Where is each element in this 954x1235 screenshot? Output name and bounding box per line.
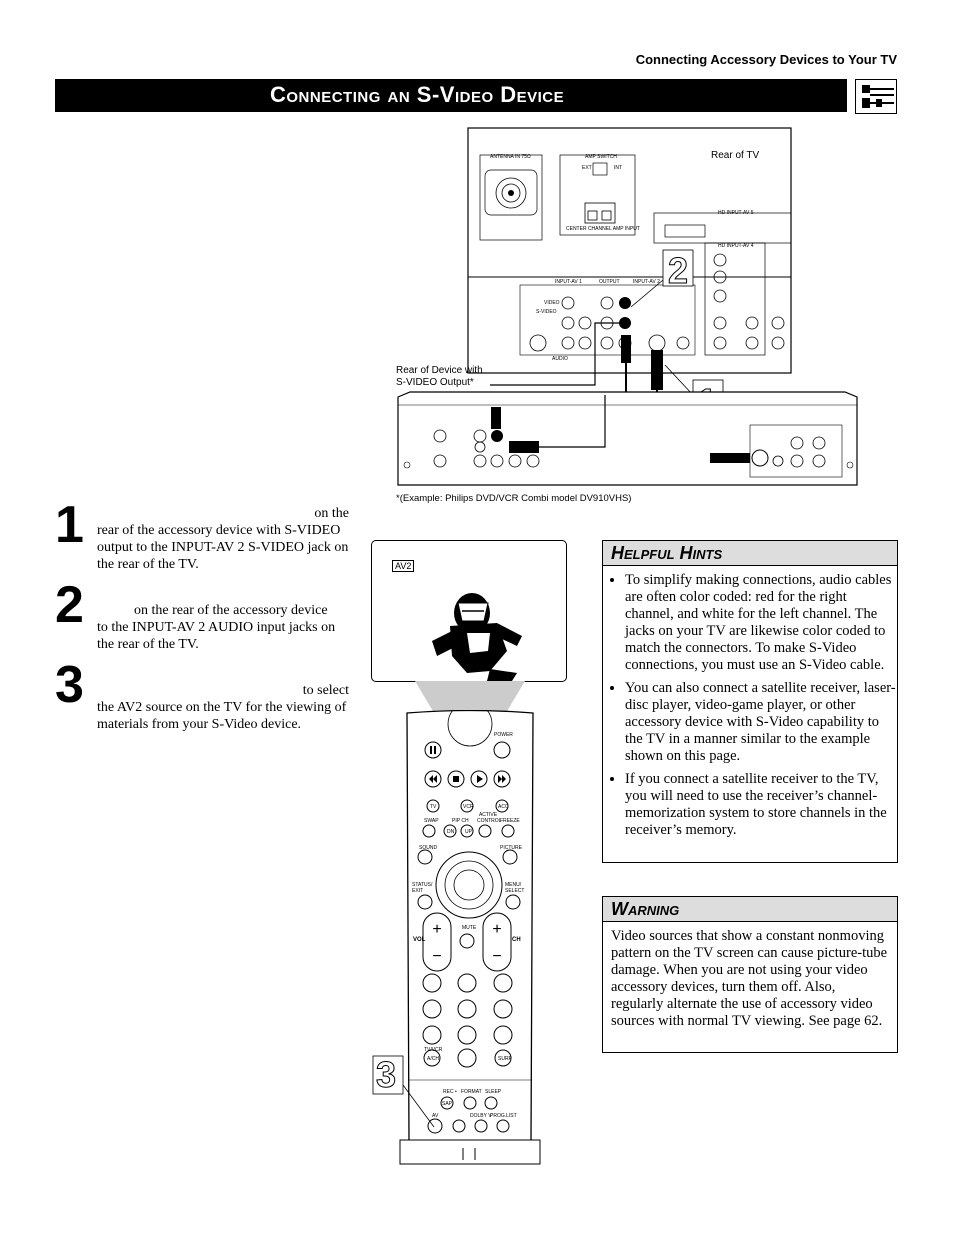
format-button[interactable]: FORMAT [461, 1089, 482, 1095]
mute-button[interactable]: MUTE [462, 925, 477, 931]
ext-label: EXT [582, 165, 592, 171]
warning-text: Video sources that show a constant nonmo… [611, 928, 888, 1029]
dolby-v-button[interactable]: DOLBY V [470, 1113, 492, 1119]
output-label: OUTPUT [599, 279, 620, 285]
hints-list: To simplify making connections, audio ca… [603, 572, 897, 839]
vcr-button[interactable]: VCR [463, 804, 474, 810]
swap-button[interactable]: SWAP [424, 818, 439, 824]
svg-text:−: − [492, 948, 501, 965]
callout-3-pointer [372, 1055, 435, 1128]
vol-label: VOL [413, 937, 426, 943]
freeze-button[interactable]: FREEZE [500, 818, 520, 824]
tv-screen: AV2 [371, 540, 567, 682]
section-header: Connecting Accessory Devices to Your TV [635, 52, 897, 67]
av-button[interactable]: AV [432, 1113, 439, 1119]
hint-item: To simplify making connections, audio ca… [625, 572, 897, 674]
step-1-text: on the rear of the accessory device with… [97, 505, 349, 573]
input-av1-label: INPUT-AV 1 [555, 279, 582, 285]
warning-heading: Warning [603, 897, 897, 922]
step-2-rest: to the INPUT-AV 2 AUDIO input jacks on t… [97, 620, 336, 652]
helpful-hints-heading: Helpful Hints [603, 541, 897, 566]
hint-item: You can also connect a satellite receive… [625, 680, 897, 765]
step-3-rest: the AV2 source on the TV for the viewing… [97, 700, 347, 732]
step-2-first-line: on the rear of the accessory device [134, 603, 328, 618]
av2-badge: AV2 [392, 560, 415, 572]
antenna-label: ANTENNA IN 75Ω [490, 154, 531, 160]
step-1-first-line: on the [314, 506, 349, 521]
step-3-text: to select the AV2 source on the TV for t… [97, 682, 349, 733]
status-exit-button[interactable]: STATUS/ EXIT [412, 882, 433, 894]
step-3-number: 3 [55, 656, 84, 714]
menu-select-button[interactable]: MENU/ SELECT [505, 882, 525, 894]
hint-item: If you connect a satellite receiver to t… [625, 771, 897, 839]
callout-3: 3 [375, 1054, 397, 1096]
svg-text:+: + [432, 921, 441, 938]
hd-av5-label: HD INPUT-AV 5 [718, 210, 754, 216]
connection-icon [855, 79, 897, 114]
hd-av4-label: HD INPUT-AV 4 [718, 243, 754, 249]
sap-button[interactable]: SAP [442, 1101, 453, 1107]
rec-button[interactable]: REC • [443, 1089, 457, 1095]
svg-text:−: − [432, 948, 441, 965]
tv-button[interactable]: TV [430, 804, 437, 810]
step-2-text: on the rear of the accessory device to t… [97, 602, 349, 653]
step-3-first-line: to select [302, 683, 349, 698]
audio-label: AUDIO [552, 356, 568, 362]
step-1-rest: rear of the accessory device with S-VIDE… [97, 523, 349, 572]
sound-button[interactable]: SOUND [419, 845, 438, 851]
title-bar [55, 79, 847, 112]
warning-box: Warning Video sources that show a consta… [602, 896, 898, 1053]
active-control-button[interactable]: ACTIVE CONTROL [477, 812, 502, 824]
ch-label: CH [512, 937, 521, 943]
step-1-number: 1 [55, 496, 84, 554]
acc-button[interactable]: ACC [498, 804, 509, 810]
amp-switch-label: AMP SWITCH [585, 154, 617, 160]
dn-button[interactable]: DN [447, 829, 455, 835]
svideo-label: S-VIDEO [536, 309, 557, 315]
pip-ch-button[interactable]: PIP CH [452, 818, 469, 824]
connection-diagram: 2 1 [395, 125, 865, 525]
picture-button[interactable]: PICTURE [500, 845, 522, 851]
page-title: Connecting an S-Video Device [270, 82, 565, 107]
svg-text:+: + [492, 921, 501, 938]
device-label-line2: S-VIDEO Output* [396, 377, 474, 388]
tv-rear-label: Rear of TV [711, 150, 760, 161]
power-button[interactable]: POWER [494, 732, 513, 738]
int-label: INT [614, 165, 623, 171]
center-channel-label: CENTER CHANNEL AMP INPUT [566, 226, 640, 232]
sleep-button[interactable]: SLEEP [485, 1089, 502, 1095]
step-2-number: 2 [55, 576, 84, 634]
up-button[interactable]: UP [465, 829, 472, 835]
surf-button[interactable]: SURF [498, 1056, 512, 1062]
prog-list-button[interactable]: PROG.LIST [490, 1113, 517, 1119]
remote-control: + − + − [395, 701, 545, 1166]
helpful-hints-box: Helpful Hints To simplify making connect… [602, 540, 898, 863]
tv-vcr-label: TV/VCR [424, 1047, 443, 1053]
video-label: VIDEO [544, 300, 560, 306]
svg-text:2: 2 [668, 250, 688, 291]
footnote: *(Example: Philips DVD/VCR Combi model D… [396, 493, 632, 504]
input-av2-label: INPUT-AV 2 [633, 279, 660, 285]
football-player-illustration [432, 593, 522, 681]
device-label-line1: Rear of Device with [396, 365, 483, 376]
a-ch-button[interactable]: A/CH [427, 1056, 439, 1062]
